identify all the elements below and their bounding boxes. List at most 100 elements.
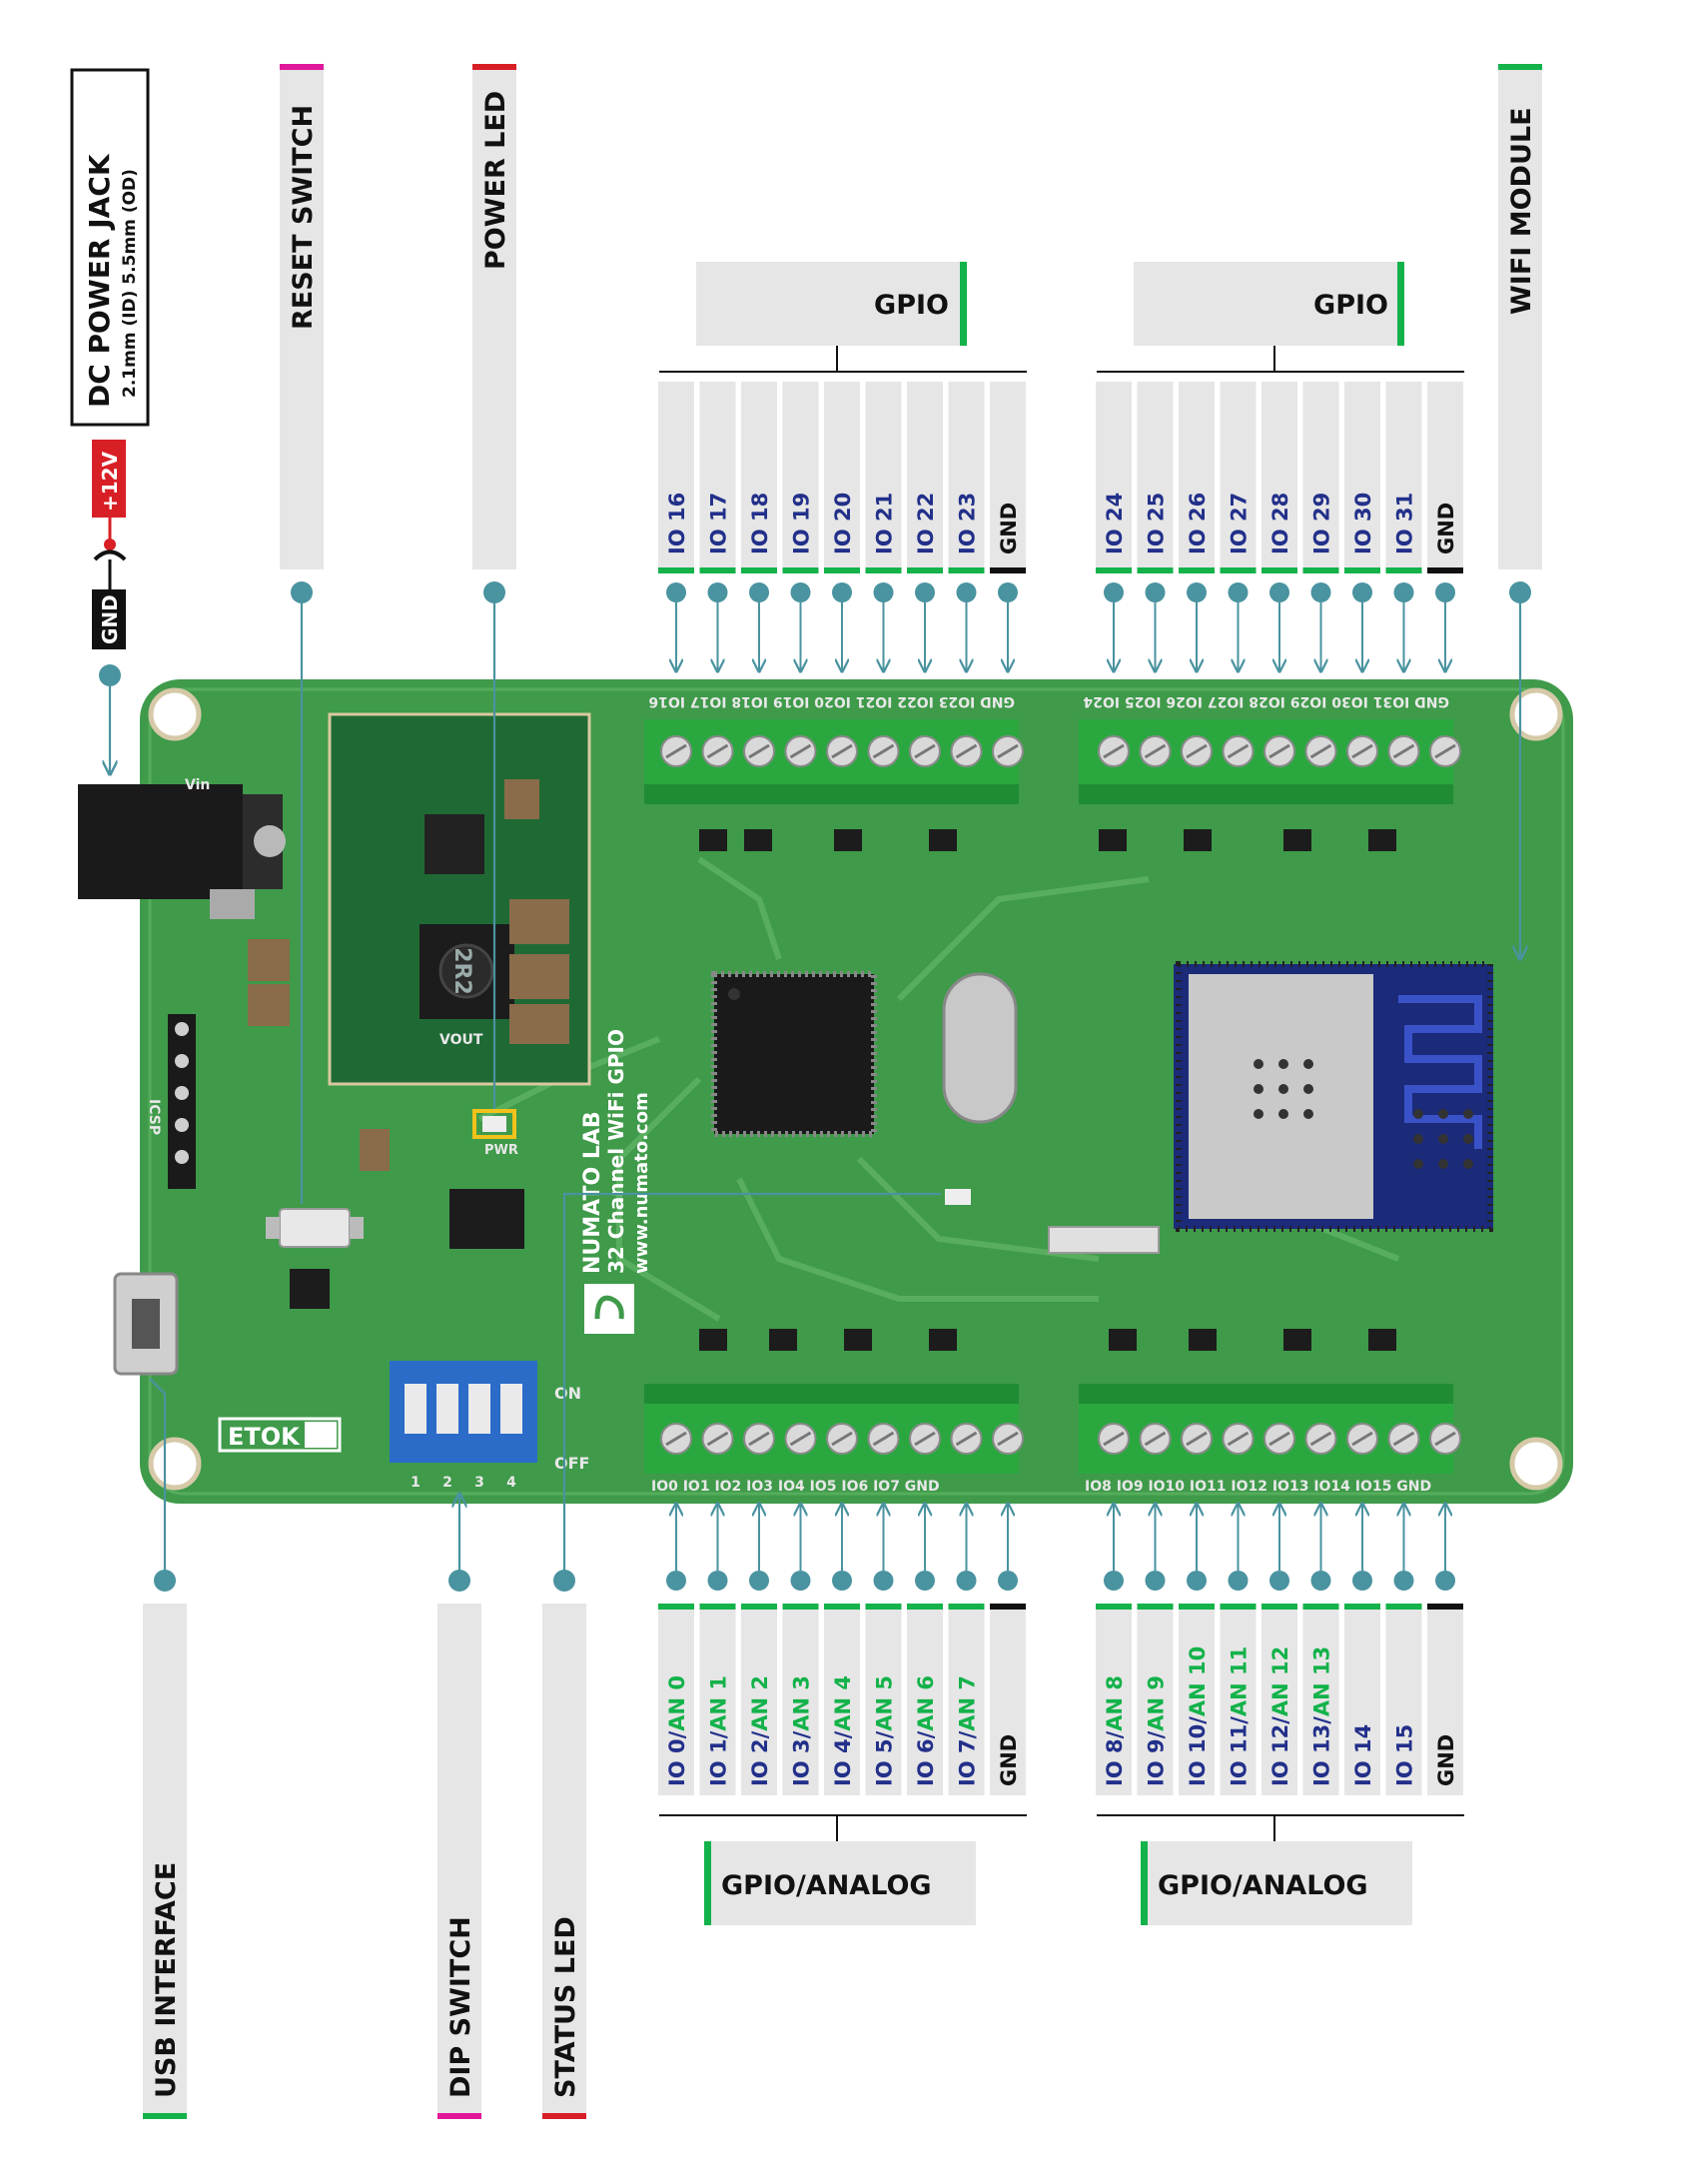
- screw-slot: [1103, 1431, 1125, 1447]
- pin-io-text: IO 0/: [665, 1730, 689, 1786]
- pin-column: IO 2/AN 2: [741, 1504, 777, 1795]
- pin-column: IO 29: [1302, 382, 1339, 671]
- pin-accent: [1344, 567, 1380, 573]
- wifi-module-box: [1498, 70, 1542, 569]
- pin-label-box: [1179, 382, 1215, 567]
- pin-label-box: [1096, 382, 1132, 567]
- pin-label: IO 17: [707, 493, 731, 554]
- screw-slot: [955, 743, 978, 759]
- pin-dot: [1352, 1571, 1372, 1591]
- status-led-dot: [553, 1570, 575, 1592]
- pin-dot: [873, 1571, 894, 1591]
- pin-column: IO 0/AN 0: [658, 1504, 694, 1795]
- pin-accent: [865, 567, 902, 573]
- pin-column: IO 23: [948, 382, 985, 671]
- pin-label-box: [948, 382, 985, 567]
- pin-accent: [824, 567, 860, 573]
- status-led-title: STATUS LED: [550, 1916, 581, 2098]
- capacitor: [248, 939, 290, 981]
- pin-accent: [1137, 1604, 1174, 1610]
- pin-analog-text: AN 7: [956, 1675, 980, 1731]
- screw-slot: [1351, 743, 1373, 759]
- pin-label: IO 11/AN 11: [1228, 1646, 1252, 1786]
- callout-dots: [99, 581, 1531, 1592]
- pin-label: IO 13/AN 13: [1310, 1646, 1334, 1786]
- screw-slot: [997, 743, 1019, 759]
- transistor-array: [699, 829, 1396, 1351]
- pin-accent: [1385, 1604, 1422, 1610]
- pin-dot: [790, 582, 811, 602]
- pin-label: IO 26: [1186, 493, 1210, 554]
- screw-slot: [706, 743, 729, 759]
- pin-label: IO 12/AN 12: [1268, 1646, 1292, 1786]
- status-led-accent: [542, 2113, 586, 2119]
- pin-dot: [956, 1571, 977, 1591]
- power-led-callout: POWER LED: [472, 64, 516, 569]
- pin-analog-text: AN 13: [1310, 1646, 1334, 1716]
- polarity-arc: [93, 549, 127, 561]
- pin-dot: [1310, 1571, 1331, 1591]
- pin-label: IO 2/AN 2: [748, 1675, 772, 1786]
- pin-label-box: [865, 382, 902, 567]
- dip-number: 3: [474, 1475, 484, 1491]
- mount-hole: [1509, 687, 1563, 741]
- screw-slot: [1268, 743, 1290, 759]
- screw-slot: [1434, 1431, 1456, 1447]
- pin-accent: [990, 567, 1026, 573]
- pin-dot: [790, 1571, 811, 1591]
- status-led-callout: STATUS LED: [542, 1604, 586, 2119]
- screw-slot: [872, 1431, 895, 1447]
- pin-io-text: IO 11/: [1228, 1716, 1252, 1786]
- pin-accent: [741, 567, 777, 573]
- inductor-label: 2R2: [449, 947, 474, 995]
- pin-accent: [1220, 567, 1257, 573]
- pin-dot: [1145, 582, 1166, 602]
- pin-column: IO 17: [699, 382, 736, 671]
- screw-slot: [748, 743, 770, 759]
- group-title: GPIO/ANALOG: [1158, 1870, 1368, 1901]
- pin-label: IO 7/AN 7: [956, 1675, 980, 1786]
- pin-analog-text: AN 5: [873, 1675, 897, 1731]
- pin-dot: [832, 582, 852, 602]
- pin-accent: [1427, 567, 1463, 573]
- pin-analog-text: AN 9: [1145, 1675, 1169, 1731]
- pin-analog-text: AN 1: [707, 1675, 731, 1731]
- pin-column: IO 9/AN 9: [1137, 1504, 1174, 1795]
- pin-dot: [1435, 1571, 1455, 1591]
- pin-io-text: IO 3/: [790, 1730, 814, 1786]
- group-box: [696, 262, 966, 346]
- usb-interface-accent: [143, 2113, 187, 2119]
- dc-power-jack-box: [70, 68, 150, 427]
- pin-accent: [782, 567, 819, 573]
- dip-switch-box: [437, 1604, 481, 2113]
- capacitor: [360, 1129, 390, 1171]
- pin-io-text: IO 8/: [1103, 1730, 1127, 1786]
- vin-label: Vin: [185, 777, 210, 793]
- pin-label-box: [699, 382, 736, 567]
- pin-analog-text: AN 8: [1103, 1675, 1127, 1731]
- pin-label-box: [948, 1610, 985, 1795]
- group-box: [1141, 1841, 1412, 1925]
- status-led-box: [542, 1604, 586, 2113]
- pin-label-box: [1344, 1610, 1380, 1795]
- pin-io-text: IO 4/: [831, 1730, 855, 1786]
- pin-column: IO 7/AN 7: [948, 1504, 985, 1795]
- screw-slot: [1392, 743, 1415, 759]
- pin-label: IO 5/AN 5: [873, 1675, 897, 1786]
- pin-column: IO 8/AN 8: [1096, 1504, 1132, 1795]
- pin-accent: [1137, 567, 1174, 573]
- usb-interface-title: USB INTERFACE: [151, 1862, 182, 2098]
- pin-label: IO 29: [1310, 493, 1334, 554]
- screw-slot: [1144, 743, 1167, 759]
- pin-label-box: [1427, 1610, 1463, 1795]
- pin-accent: [1427, 1604, 1463, 1610]
- pin-column: IO 1/AN 1: [699, 1504, 736, 1795]
- wifi-module-dot: [1509, 581, 1531, 603]
- pin-dot: [1187, 1571, 1207, 1591]
- pin-analog-text: AN 11: [1228, 1646, 1252, 1716]
- pin-dot: [1393, 582, 1414, 602]
- gnd-label: GND: [98, 594, 122, 644]
- wifi-module-callout: WIFI MODULE: [1498, 64, 1542, 569]
